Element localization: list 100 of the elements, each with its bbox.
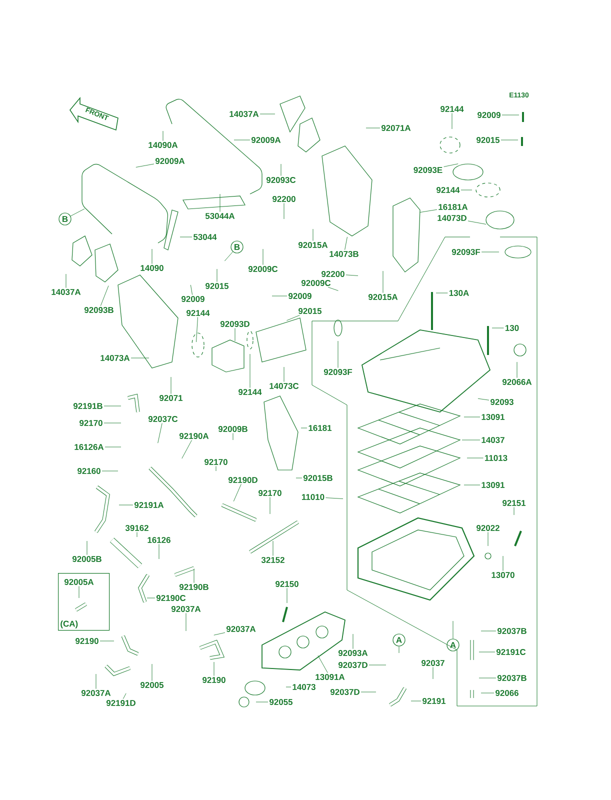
leader-line bbox=[286, 686, 292, 688]
leader-line bbox=[410, 700, 422, 702]
part-number: 92190C bbox=[156, 595, 186, 601]
part-number: 92093F bbox=[452, 249, 480, 255]
part-number: 92170 bbox=[204, 459, 228, 465]
leader-line bbox=[464, 416, 480, 418]
part-number: 14073 bbox=[292, 684, 316, 690]
part-number: 14073D bbox=[438, 215, 466, 221]
leader-line bbox=[286, 588, 288, 604]
leader-line bbox=[480, 692, 494, 694]
part-number: 53044 bbox=[194, 234, 217, 240]
part-number: 92015B bbox=[303, 475, 332, 481]
part-number: 16126 bbox=[148, 537, 170, 543]
leader-line bbox=[478, 398, 490, 400]
part-number: 92151 bbox=[502, 500, 526, 506]
leader-line bbox=[100, 285, 109, 306]
part-number: 92093B bbox=[84, 307, 114, 313]
part-number: 16181 bbox=[308, 425, 332, 431]
part-number: 92191B bbox=[73, 403, 102, 409]
leader-line bbox=[346, 274, 358, 276]
leader-line bbox=[352, 634, 354, 650]
part-number: 13091 bbox=[482, 482, 505, 488]
leader-line bbox=[452, 620, 454, 639]
part-number: 92037A bbox=[81, 690, 111, 696]
part-number: 92170 bbox=[258, 490, 282, 496]
part-number: 53044A bbox=[205, 213, 235, 219]
part-number: 92191 bbox=[422, 698, 446, 704]
part-number: 92190D bbox=[228, 477, 258, 483]
leader-line bbox=[368, 664, 386, 666]
part-number: 92037A bbox=[226, 626, 256, 632]
leader-line bbox=[262, 248, 264, 266]
part-number: 16181A bbox=[438, 204, 468, 210]
part-number: 92093D bbox=[220, 321, 250, 327]
part-number: 13070 bbox=[492, 572, 514, 578]
part-number: 92160 bbox=[78, 468, 100, 474]
part-number: 92144 bbox=[436, 187, 460, 193]
leader-line bbox=[136, 164, 154, 168]
part-number: 92037 bbox=[422, 660, 444, 666]
part-number: 92009 bbox=[478, 112, 500, 118]
leader-line bbox=[136, 532, 138, 538]
part-number: 92015 bbox=[476, 137, 500, 143]
part-number: 92037B bbox=[497, 628, 526, 634]
part-number: 16126A bbox=[74, 444, 104, 450]
part-number: 39162 bbox=[125, 525, 148, 531]
part-number: 92191C bbox=[496, 649, 526, 655]
part-number: 92037A bbox=[171, 606, 201, 612]
leader-line bbox=[196, 316, 198, 342]
part-number: 92071 bbox=[160, 395, 183, 401]
part-number: 92071A bbox=[381, 125, 411, 131]
leader-line bbox=[398, 646, 400, 654]
part-number: 11013 bbox=[485, 455, 508, 461]
part-number: 13091 bbox=[482, 414, 505, 420]
part-number: 92009B bbox=[218, 426, 248, 432]
part-number: 92055 bbox=[270, 699, 293, 705]
part-number: 92190A bbox=[179, 433, 209, 439]
leader-line bbox=[234, 328, 236, 342]
part-number: 14073A bbox=[100, 355, 130, 361]
part-number: 92015A bbox=[368, 294, 398, 300]
part-number: 92009C bbox=[301, 280, 331, 286]
part-number: 92066A bbox=[502, 379, 532, 385]
leader-line bbox=[420, 209, 438, 213]
leader-line bbox=[382, 270, 384, 294]
leader-line bbox=[78, 586, 80, 598]
leader-line bbox=[318, 655, 328, 674]
leader-line bbox=[272, 540, 274, 556]
part-number: 92093C bbox=[266, 177, 296, 183]
part-number: 92015 bbox=[206, 283, 229, 289]
part-number: 92037C bbox=[148, 416, 178, 422]
part-number: 92093E bbox=[414, 167, 442, 173]
part-number: 92005B bbox=[72, 556, 102, 562]
part-number: 92144 bbox=[440, 106, 464, 112]
part-number: 92144 bbox=[238, 389, 262, 395]
part-number: 32152 bbox=[261, 557, 284, 563]
leader-line bbox=[122, 693, 126, 700]
leader-line bbox=[182, 440, 192, 459]
part-number: 92009 bbox=[182, 296, 204, 302]
leader-line bbox=[100, 640, 114, 642]
part-number: 130 bbox=[505, 325, 519, 331]
part-number: 92200 bbox=[322, 271, 344, 277]
part-number: 92150 bbox=[276, 581, 298, 587]
leader-line bbox=[328, 286, 338, 291]
part-number: 92009C bbox=[248, 266, 278, 272]
leader-line bbox=[326, 498, 344, 499]
leader-line bbox=[502, 114, 520, 116]
part-number: 92093F bbox=[324, 369, 352, 375]
leader-line bbox=[158, 422, 162, 444]
part-number: 14073C bbox=[270, 383, 299, 389]
part-number: 14073B bbox=[330, 251, 358, 257]
part-number: 92037D bbox=[330, 689, 360, 695]
part-number: 11010 bbox=[302, 494, 324, 500]
leader-line bbox=[214, 632, 226, 636]
circled-letter: B bbox=[230, 240, 244, 254]
part-number: 14090A bbox=[148, 142, 178, 148]
part-number: 14037A bbox=[52, 289, 81, 295]
leader-line bbox=[502, 556, 504, 572]
leader-line bbox=[432, 666, 434, 680]
part-number: 92191D bbox=[106, 700, 136, 706]
part-number: 14037 bbox=[482, 437, 504, 443]
leader-line bbox=[86, 540, 88, 556]
part-number: 92015 bbox=[298, 308, 322, 314]
